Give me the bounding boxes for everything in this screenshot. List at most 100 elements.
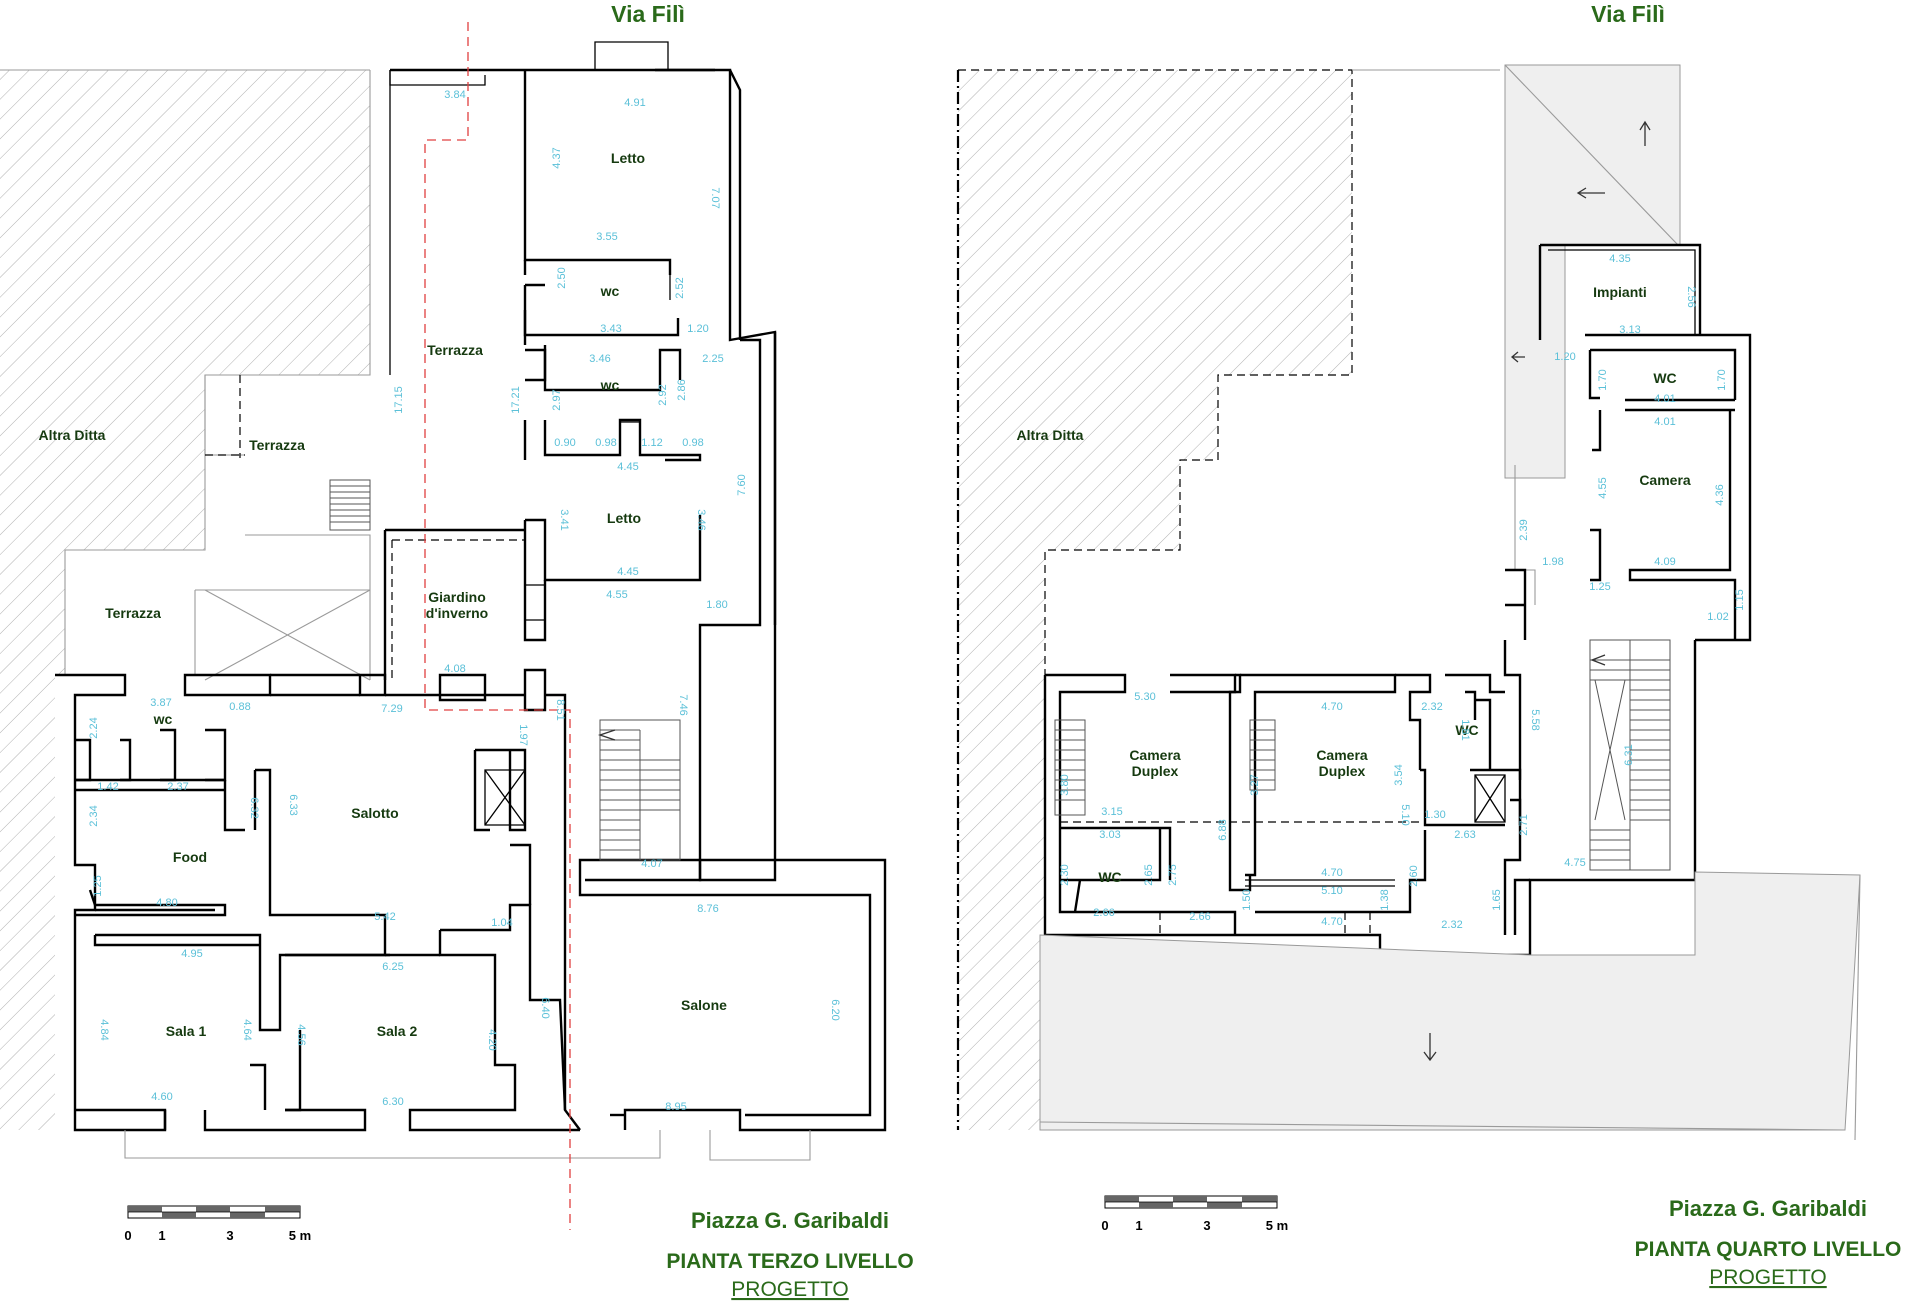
svg-text:3: 3: [1203, 1218, 1210, 1233]
right-street-label: Via Filì: [1591, 1, 1665, 27]
svg-text:2.92: 2.92: [657, 384, 669, 405]
right-room-duplex1-1: Camera: [1129, 747, 1181, 763]
svg-text:6.20: 6.20: [829, 999, 841, 1020]
neighbour-hatched-area: [0, 70, 370, 1130]
left-room-terrazza-mid: Terrazza: [249, 437, 305, 453]
svg-text:3.15: 3.15: [1101, 806, 1122, 818]
svg-text:2.56: 2.56: [1685, 286, 1697, 307]
svg-text:3.54: 3.54: [1393, 764, 1405, 785]
right-room-duplex1-2: Duplex: [1132, 763, 1179, 779]
svg-text:4.35: 4.35: [1609, 253, 1630, 265]
right-room-impianti: Impianti: [1593, 284, 1647, 300]
svg-text:4.55: 4.55: [1597, 477, 1609, 498]
svg-text:3.46: 3.46: [589, 353, 610, 365]
svg-text:2.37: 2.37: [167, 781, 188, 793]
right-room-wc-mid: WC: [1455, 722, 1478, 738]
svg-text:3.80: 3.80: [1059, 774, 1071, 795]
right-room-wc-top: WC: [1653, 370, 1676, 386]
left-room-sala2: Sala 2: [377, 1023, 418, 1039]
svg-text:1: 1: [1135, 1218, 1142, 1233]
left-room-sala1: Sala 1: [166, 1023, 207, 1039]
svg-text:5.58: 5.58: [1529, 709, 1541, 730]
svg-text:1.02: 1.02: [1707, 611, 1728, 623]
svg-text:6.31: 6.31: [1623, 744, 1635, 765]
left-room-terrazza-left: Terrazza: [105, 605, 161, 621]
svg-text:2.32: 2.32: [1421, 701, 1442, 713]
svg-text:2.65: 2.65: [1143, 864, 1155, 885]
svg-text:4.64: 4.64: [241, 1019, 253, 1040]
svg-text:1.42: 1.42: [97, 781, 118, 793]
left-piazza-label: Piazza G. Garibaldi: [691, 1208, 889, 1233]
svg-text:2.25: 2.25: [702, 353, 723, 365]
svg-text:3.46: 3.46: [695, 509, 707, 530]
svg-text:3.87: 3.87: [150, 697, 171, 709]
svg-text:3.41: 3.41: [558, 509, 570, 530]
svg-text:0.88: 0.88: [229, 701, 250, 713]
left-room-letto-mid: Letto: [607, 510, 641, 526]
svg-text:6.30: 6.30: [382, 1096, 403, 1108]
svg-text:3.43: 3.43: [600, 323, 621, 335]
svg-text:4.45: 4.45: [617, 566, 638, 578]
svg-text:1.38: 1.38: [1379, 889, 1391, 910]
svg-text:5.42: 5.42: [374, 911, 395, 923]
svg-text:1.81: 1.81: [1459, 719, 1471, 740]
svg-text:0: 0: [1101, 1218, 1108, 1233]
svg-text:1.97: 1.97: [517, 724, 529, 745]
svg-text:1.70: 1.70: [1597, 369, 1609, 390]
svg-text:4.70: 4.70: [1321, 916, 1342, 928]
svg-text:2.24: 2.24: [88, 717, 100, 738]
svg-text:5 m: 5 m: [289, 1228, 311, 1243]
svg-text:1.15: 1.15: [1734, 589, 1746, 610]
svg-text:4.91: 4.91: [624, 97, 645, 109]
svg-text:1.04: 1.04: [491, 917, 512, 929]
right-room-duplex2-2: Duplex: [1319, 763, 1366, 779]
left-room-letto-top: Letto: [611, 150, 645, 166]
svg-text:5.10: 5.10: [1321, 885, 1342, 897]
svg-text:6.32: 6.32: [248, 797, 260, 818]
svg-text:4.95: 4.95: [181, 948, 202, 960]
svg-text:3.55: 3.55: [596, 231, 617, 243]
svg-text:3.03: 3.03: [1099, 829, 1120, 841]
plan-fourth-level: [956, 64, 1861, 1141]
svg-text:4.01: 4.01: [1654, 416, 1675, 428]
svg-text:6.40: 6.40: [539, 997, 551, 1018]
svg-text:2.71: 2.71: [1518, 814, 1530, 835]
svg-text:2.63: 2.63: [1454, 829, 1475, 841]
svg-text:1.50: 1.50: [1241, 889, 1253, 910]
svg-text:6.88: 6.88: [1217, 819, 1229, 840]
svg-text:1.70: 1.70: [1716, 369, 1728, 390]
left-room-salone: Salone: [681, 997, 727, 1013]
right-scale-bar: 0 1 3 5 m: [1101, 1195, 1288, 1233]
svg-text:4.36: 4.36: [1714, 484, 1726, 505]
svg-text:2.39: 2.39: [1518, 519, 1530, 540]
svg-text:17.21: 17.21: [510, 386, 522, 414]
left-room-wc-a: wc: [600, 283, 620, 299]
left-street-label: Via Filì: [611, 1, 685, 27]
right-neighbour-label: Altra Ditta: [1017, 427, 1084, 443]
left-dimensions: 3.84 4.91 4.37 7.07 3.55 2.50 2.52 3.43 …: [88, 89, 841, 1113]
left-plan-subtitle: PROGETTO: [731, 1278, 848, 1301]
svg-text:2.75: 2.75: [1167, 864, 1179, 885]
right-room-camera: Camera: [1639, 472, 1691, 488]
left-room-giardino-1: Giardino: [428, 589, 486, 605]
svg-text:1.12: 1.12: [641, 437, 662, 449]
left-room-giardino-2: d'inverno: [426, 605, 488, 621]
svg-text:4.07: 4.07: [641, 858, 662, 870]
svg-text:3: 3: [226, 1228, 233, 1243]
svg-text:7.60: 7.60: [736, 474, 748, 495]
svg-text:7.46: 7.46: [677, 694, 689, 715]
svg-text:8.76: 8.76: [697, 903, 718, 915]
plan-third-level: [0, 22, 887, 1230]
right-room-wc-bottom: WC: [1098, 869, 1121, 885]
svg-text:1.98: 1.98: [1542, 556, 1563, 568]
right-plan-subtitle: PROGETTO: [1709, 1266, 1826, 1289]
svg-text:8.95: 8.95: [665, 1101, 686, 1113]
svg-text:5 m: 5 m: [1266, 1218, 1288, 1233]
svg-text:1.30: 1.30: [1424, 809, 1445, 821]
svg-text:4.09: 4.09: [1654, 556, 1675, 568]
svg-text:4.75: 4.75: [1564, 857, 1585, 869]
svg-text:4.20: 4.20: [486, 1029, 498, 1050]
svg-text:2.34: 2.34: [88, 805, 100, 826]
svg-text:1: 1: [158, 1228, 165, 1243]
